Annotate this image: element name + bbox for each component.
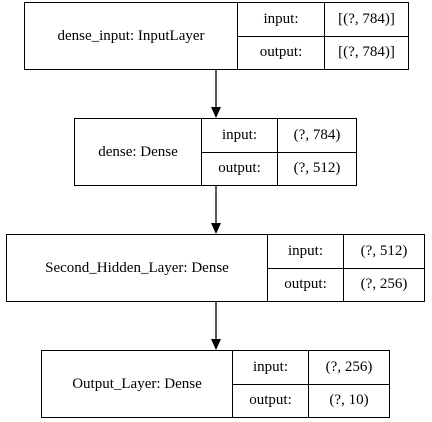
- layer-name: Output_Layer: Dense: [42, 351, 233, 417]
- input-shape: (?, 512): [360, 243, 408, 259]
- layer-name: dense_input: InputLayer: [25, 3, 238, 69]
- output-label: output:: [268, 267, 344, 301]
- output-shape: (?, 10): [329, 391, 369, 408]
- layer-name: Second_Hidden_Layer: Dense: [7, 235, 268, 301]
- input-row: input: (?, 256): [233, 351, 389, 385]
- layer-node-output-layer: Output_Layer: Dense input: (?, 256) outp…: [41, 350, 390, 418]
- arrowhead-icon: [211, 107, 221, 118]
- layer-node-dense-input: dense_input: InputLayer input: [(?, 784)…: [24, 2, 409, 70]
- input-label: input:: [233, 351, 309, 384]
- output-row: output: (?, 10): [233, 383, 389, 417]
- arrowhead-icon: [211, 339, 221, 350]
- input-shape: [(?, 784)]: [338, 11, 395, 27]
- output-label: output:: [202, 151, 278, 185]
- input-label: input:: [238, 3, 325, 36]
- input-label: input:: [202, 119, 278, 152]
- edge-dense-to-second-hidden-layer: [211, 186, 221, 234]
- output-row: output: [(?, 784)]: [238, 35, 408, 69]
- output-label: output:: [238, 35, 325, 69]
- edge-second-hidden-layer-to-output-layer: [211, 302, 221, 350]
- output-row: output: (?, 512): [202, 151, 356, 185]
- arrowhead-icon: [211, 223, 221, 234]
- input-shape: (?, 784): [293, 127, 341, 143]
- input-row: input: [(?, 784)]: [238, 3, 408, 37]
- layer-name: dense: Dense: [75, 119, 202, 185]
- output-row: output: (?, 256): [268, 267, 424, 301]
- output-shape: (?, 512): [293, 159, 341, 176]
- input-label: input:: [268, 235, 344, 268]
- output-label: output:: [233, 383, 309, 417]
- edge-dense-input-to-dense: [211, 70, 221, 118]
- input-row: input: (?, 512): [268, 235, 424, 269]
- output-shape: (?, 256): [360, 275, 408, 292]
- output-shape: [(?, 784)]: [338, 43, 395, 60]
- input-shape: (?, 256): [325, 359, 373, 375]
- layer-node-dense: dense: Dense input: (?, 784) output: (?,…: [74, 118, 357, 186]
- input-row: input: (?, 784): [202, 119, 356, 153]
- layer-node-second-hidden-layer: Second_Hidden_Layer: Dense input: (?, 51…: [6, 234, 425, 302]
